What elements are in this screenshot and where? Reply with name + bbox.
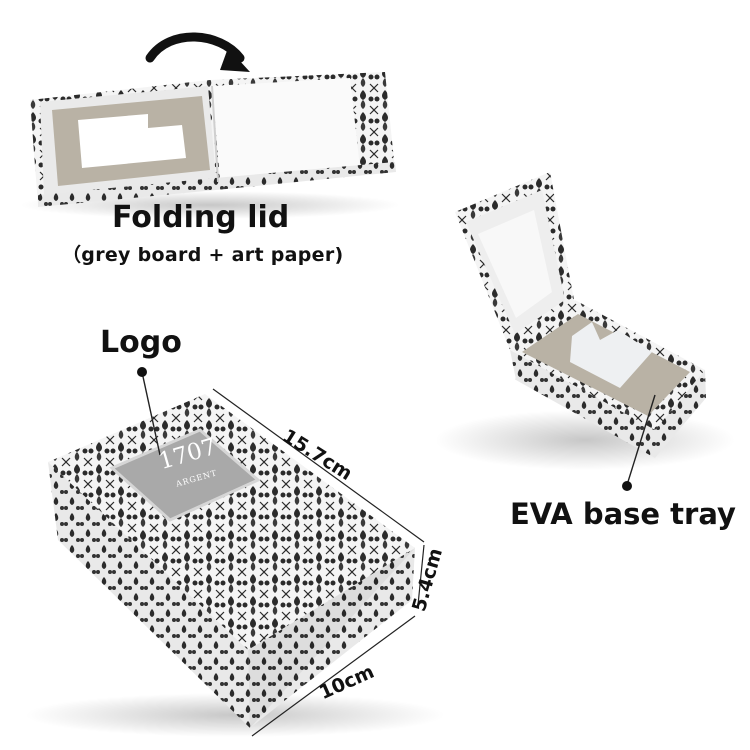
open-lid-box: [20, 72, 400, 219]
leader-lines: [137, 367, 656, 491]
fold-arrow-icon: [145, 32, 250, 72]
closed-box: [25, 394, 445, 737]
folding-lid-title: Folding lid: [112, 200, 290, 235]
open-box-with-tray: [435, 172, 735, 470]
folding-lid-subtitle: （grey board + art paper): [62, 244, 344, 266]
dimension-lines: [212, 388, 425, 737]
eva-tray-label: EVA base tray: [510, 497, 736, 531]
logo-pointer-dot: [137, 367, 147, 377]
tray-pointer-dot: [622, 481, 632, 491]
logo-label: Logo: [100, 325, 182, 360]
logo-plate: [109, 428, 261, 522]
